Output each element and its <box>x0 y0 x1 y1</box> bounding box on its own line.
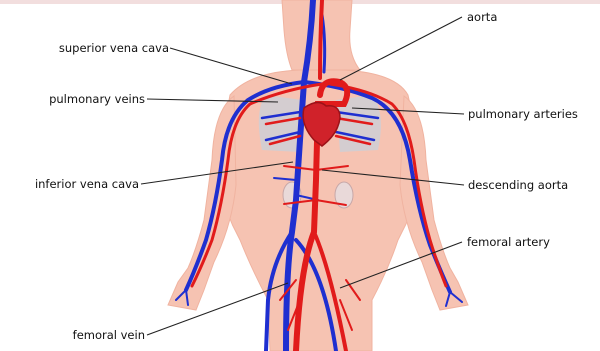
label-aorta: aorta <box>467 10 497 24</box>
label-inferior-vena-cava: inferior vena cava <box>35 177 139 191</box>
label-superior-vena-cava: superior vena cava <box>59 41 169 55</box>
label-femoral-vein: femoral vein <box>73 328 145 342</box>
label-femoral-artery: femoral artery <box>467 235 550 249</box>
leader-superior-vena-cava <box>170 48 292 84</box>
label-pulmonary-veins: pulmonary veins <box>49 92 145 106</box>
label-pulmonary-arteries: pulmonary arteries <box>468 107 578 121</box>
label-descending-aorta: descending aorta <box>468 178 568 192</box>
leader-aorta <box>340 17 462 80</box>
